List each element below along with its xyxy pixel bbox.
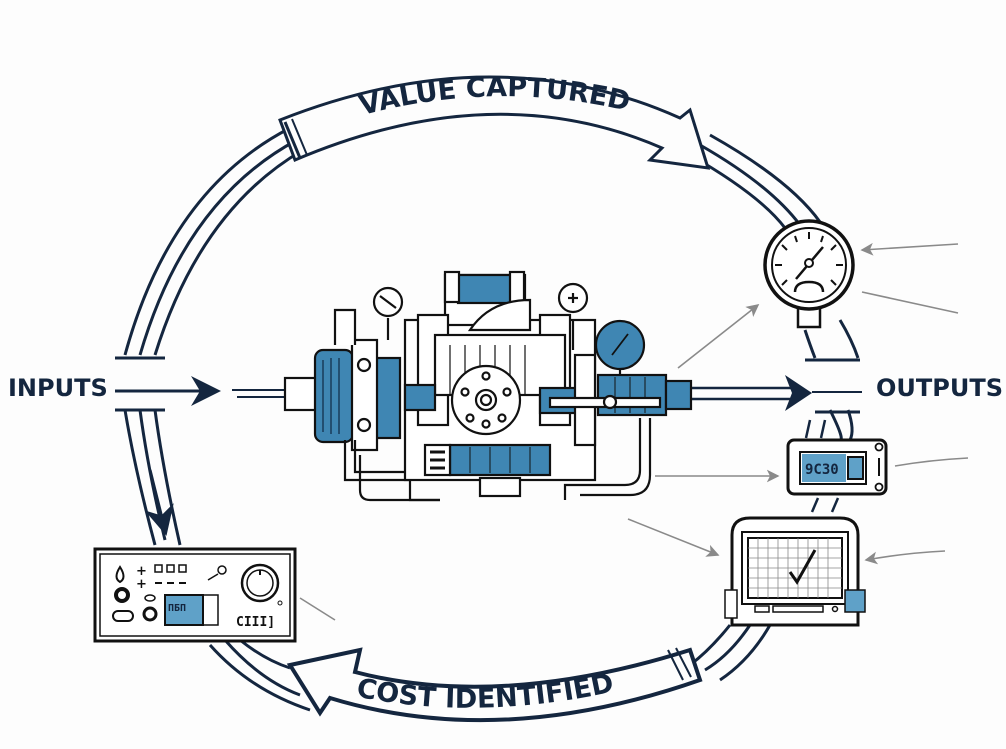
monitor-grid bbox=[748, 538, 842, 598]
value-captured-banner: VALUE CAPTURED bbox=[278, 72, 711, 170]
cycle-down-arrow bbox=[144, 469, 174, 536]
gray-connectors bbox=[299, 242, 969, 621]
rail-right bbox=[803, 319, 860, 359]
output-shaft bbox=[690, 375, 862, 411]
rail-upper-right bbox=[689, 133, 822, 229]
monitor-instrument bbox=[724, 516, 866, 627]
rail-upper-left bbox=[123, 126, 304, 356]
cost-identified-banner: COST IDENTIFIED bbox=[286, 647, 703, 723]
panel-readout: ПБП bbox=[168, 603, 186, 614]
checkmark-icon bbox=[788, 549, 817, 585]
cycle-ring bbox=[115, 126, 860, 712]
control-panel-instrument: + + ПБП CIII] bbox=[93, 547, 297, 643]
display-readout: 9C30 bbox=[805, 462, 839, 478]
pressure-gauge-instrument bbox=[763, 219, 855, 329]
digital-display-instrument: 9C30 bbox=[786, 419, 888, 513]
outputs-label: OUTPUTS bbox=[876, 374, 1003, 402]
svg-text:+: + bbox=[136, 577, 147, 592]
panel-button-legend: CIII] bbox=[236, 615, 275, 630]
inputs-label: INPUTS bbox=[8, 374, 108, 402]
svg-text:+: + bbox=[136, 564, 147, 579]
central-machine bbox=[283, 270, 693, 502]
